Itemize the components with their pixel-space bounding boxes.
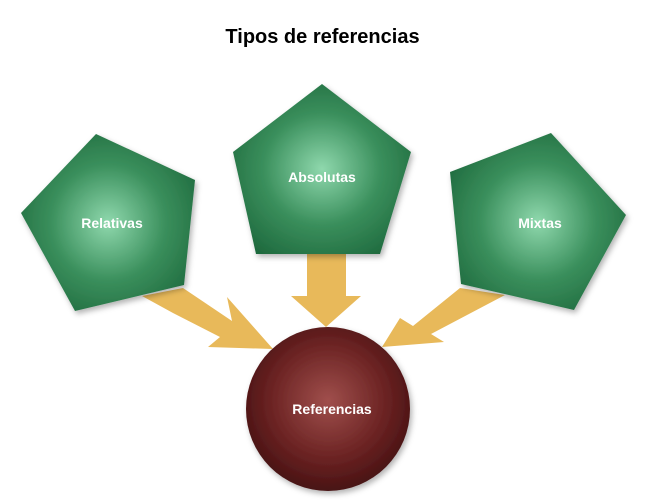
- arrow-absolutas: [291, 250, 361, 327]
- pentagon-relativas: [21, 134, 195, 311]
- node-label-relativas: Relativas: [81, 215, 143, 231]
- pentagon-absolutas: [233, 84, 411, 254]
- node-label-mixtas: Mixtas: [518, 215, 562, 231]
- arrow-mixtas: [382, 288, 505, 347]
- center-label: Referencias: [292, 401, 372, 417]
- diagram-title: Tipos de referencias: [225, 26, 420, 48]
- node-label-absolutas: Absolutas: [288, 169, 356, 185]
- pentagon-mixtas: [450, 133, 626, 310]
- arrow-relativas: [142, 288, 273, 349]
- center-circle: [246, 327, 410, 491]
